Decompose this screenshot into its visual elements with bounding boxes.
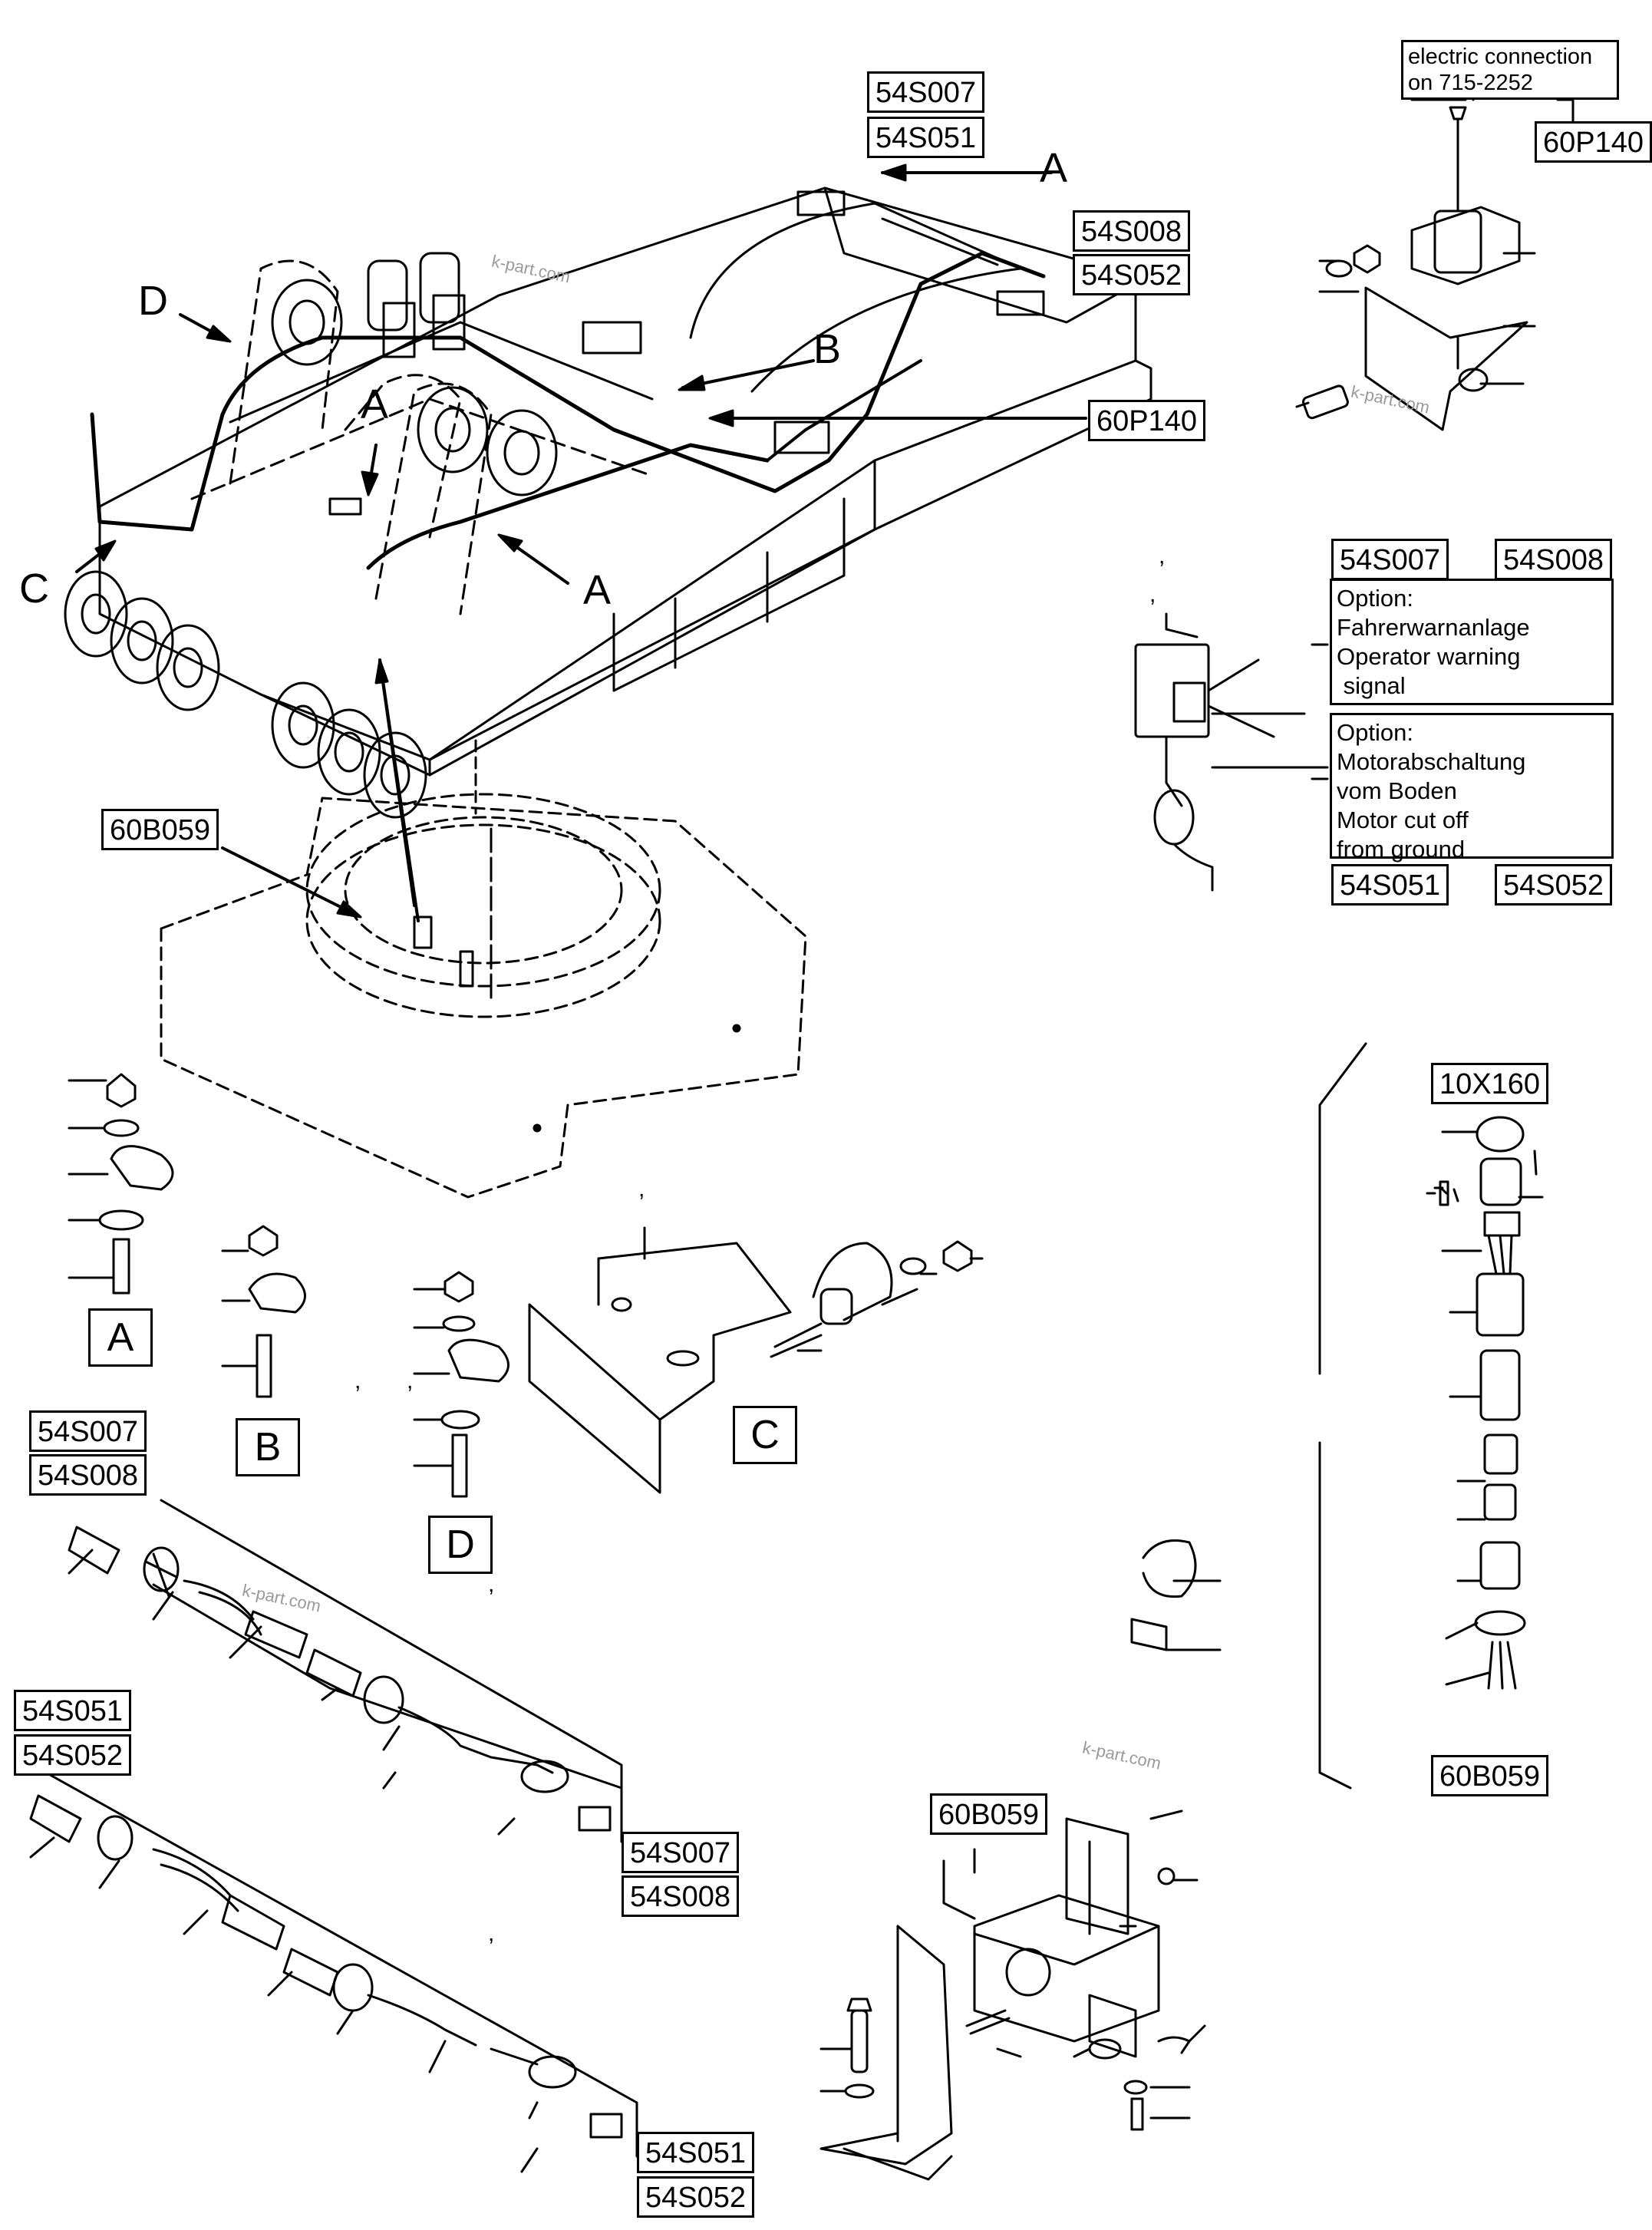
callout-54s007-cable1: 54S007 <box>29 1410 147 1452</box>
comma-mark-5: , <box>638 1176 645 1202</box>
detail-box-a: A <box>88 1308 153 1367</box>
callout-54s007-end1: 54S007 <box>622 1832 740 1873</box>
option-cutoff-line2: Motorabschaltung <box>1337 748 1526 775</box>
callout-60b059-main: 60B059 <box>101 809 219 850</box>
comma-mark-4: , <box>407 1368 414 1394</box>
electric-connection-line2: on 715-2252 <box>1408 71 1533 95</box>
cable-assembly-lower <box>29 1771 638 2173</box>
view-letter-d: D <box>138 278 168 324</box>
callout-10x160: 10X160 <box>1431 1063 1549 1104</box>
upper-frame <box>64 163 1152 922</box>
operator-warning-switch <box>1134 612 1329 892</box>
callout-60b059-bracket: 60B059 <box>930 1793 1048 1835</box>
callout-54s052-option: 54S052 <box>1495 864 1613 906</box>
view-letter-a-top: A <box>1040 145 1068 191</box>
option-cutoff-line5: from ground <box>1337 836 1466 863</box>
option-warning-line1: Option: <box>1337 585 1413 612</box>
view-letter-b: B <box>813 326 842 372</box>
electric-connection-note: electric connection on 715-2252 <box>1401 40 1619 100</box>
callout-54s051-top: 54S051 <box>867 117 985 158</box>
callout-54s008-cable1: 54S008 <box>29 1454 147 1496</box>
sensor-bracket-detail <box>819 1809 1206 2181</box>
callout-60p140-detail: 60P140 <box>1535 121 1652 163</box>
detail-box-d: D <box>428 1516 493 1574</box>
connector-stack-10x160 <box>1318 1042 1544 1790</box>
detail-box-b: B <box>236 1418 300 1476</box>
option-cutoff-line4: Motor cut off <box>1337 807 1469 833</box>
callout-54s051-cable2: 54S051 <box>14 1690 132 1731</box>
detail-box-c: C <box>733 1406 797 1464</box>
cable-assembly-upper <box>68 1499 623 1843</box>
option-warning-line3: Operator warning <box>1337 643 1521 670</box>
callout-54s008-end1: 54S008 <box>622 1875 740 1917</box>
comma-mark-1: , <box>1159 543 1166 569</box>
callout-60p140-main: 60P140 <box>1088 400 1206 441</box>
callout-54s051-option: 54S051 <box>1331 864 1449 906</box>
detail-d-clamp-parts <box>413 1271 509 1498</box>
comma-mark-7: , <box>488 1921 495 1946</box>
option-operator-warning-note: Option: Fahrerwarnanlage Operator warnin… <box>1330 579 1614 705</box>
callout-54s052-top: 54S052 <box>1073 254 1191 295</box>
callout-54s007-top: 54S007 <box>867 71 985 113</box>
pressure-switch-detail <box>1295 75 1575 431</box>
turntable-base <box>160 793 807 1199</box>
option-warning-line2: Fahrerwarnanlage <box>1337 614 1530 641</box>
callout-54s052-cable2: 54S052 <box>14 1734 132 1776</box>
callout-54s052-end2: 54S052 <box>637 2176 755 2218</box>
option-cutoff-line1: Option: <box>1337 719 1413 746</box>
view-letter-a-lower: A <box>583 567 612 613</box>
comma-mark-2: , <box>1149 582 1156 607</box>
comma-mark-3: , <box>354 1368 361 1394</box>
callout-54s008-top: 54S008 <box>1073 210 1191 252</box>
detail-a-clamp-parts <box>68 1073 174 1295</box>
detail-b-clamp-parts <box>221 1225 306 1398</box>
callout-54s008-option: 54S008 <box>1495 539 1613 580</box>
electric-connection-line1: electric connection <box>1408 45 1593 69</box>
detail-c-bracket-parts <box>528 1226 984 1494</box>
callout-54s007-option: 54S007 <box>1331 539 1449 580</box>
callout-54s051-end2: 54S051 <box>637 2132 755 2173</box>
view-letter-a-middle: A <box>361 381 389 427</box>
option-motor-cutoff-note: Option: Motorabschaltung vom Boden Motor… <box>1330 713 1614 863</box>
view-letter-c: C <box>19 566 49 612</box>
option-cutoff-line3: vom Boden <box>1337 777 1457 804</box>
comma-mark-6: , <box>488 1572 495 1597</box>
option-warning-line4: signal <box>1337 672 1406 699</box>
callout-60b059-plug: 60B059 <box>1431 1755 1549 1796</box>
cable-strap <box>1130 1539 1222 1651</box>
